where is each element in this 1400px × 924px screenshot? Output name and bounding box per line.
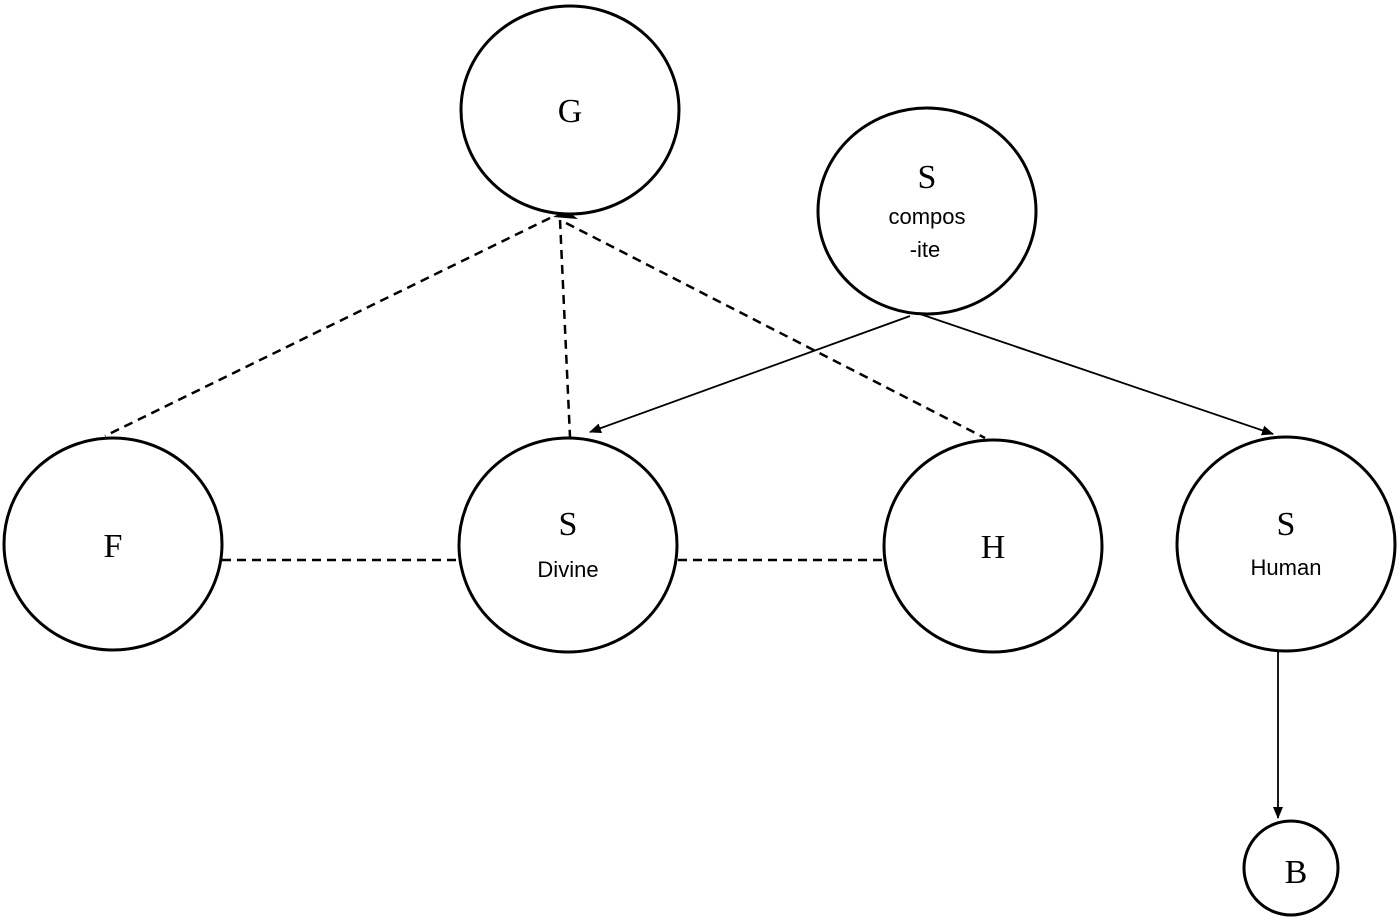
node-f: F: [2, 436, 224, 652]
node-s-composite-label: S: [918, 159, 937, 196]
node-s-composite-circle: [816, 106, 1038, 316]
node-h-circle: [882, 438, 1104, 654]
node-h-label: H: [981, 529, 1006, 566]
node-g: G: [459, 4, 681, 216]
node-s-divine-label: S: [559, 506, 578, 543]
node-s-human-circle: [1175, 435, 1397, 653]
node-f-label: F: [104, 528, 123, 565]
node-s-composite-sub1: compos: [888, 204, 965, 229]
edge-s-composite-to-s-human: [919, 313, 1274, 436]
node-s-composite: S compos -ite: [816, 106, 1038, 316]
node-s-composite-sub2: -ite: [910, 237, 941, 262]
node-g-circle: [459, 4, 681, 216]
edge-g-to-f: [104, 216, 551, 438]
node-s-human: S Human: [1175, 435, 1397, 653]
edge-g-to-h: [565, 221, 986, 440]
node-s-divine-sub: Divine: [537, 557, 598, 582]
node-s-divine-circle: [457, 436, 679, 654]
edge-g-to-s-divine: [558, 219, 572, 438]
node-s-human-label: S: [1277, 506, 1296, 543]
node-f-circle: [2, 436, 224, 652]
node-b: B: [1242, 819, 1340, 917]
node-s-divine: S Divine: [457, 436, 679, 654]
node-b-circle: [1242, 819, 1340, 917]
node-b-label: B: [1285, 854, 1308, 891]
node-s-human-sub: Human: [1251, 555, 1322, 580]
edge-s-composite-to-s-divine: [589, 315, 911, 433]
node-g-label: G: [558, 93, 583, 130]
node-h: H: [882, 438, 1104, 654]
edges: [104, 210, 1283, 819]
